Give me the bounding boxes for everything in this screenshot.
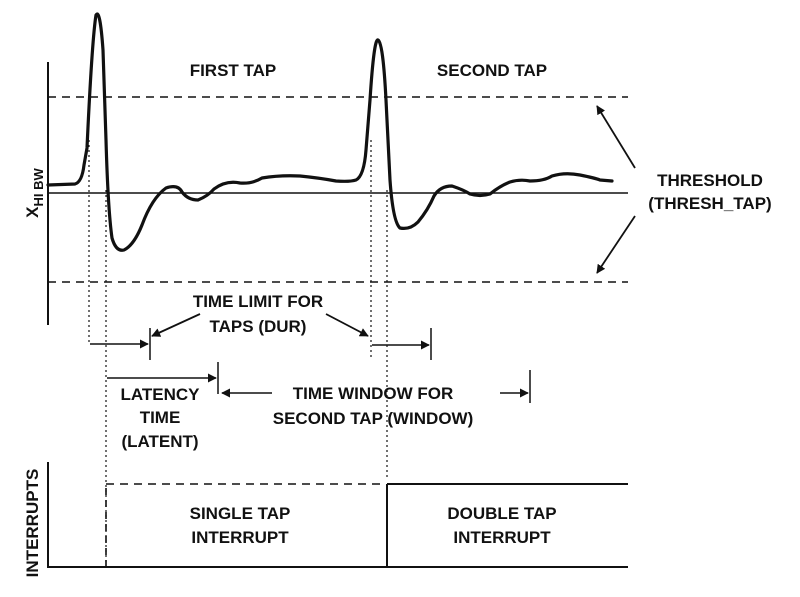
threshold-label: THRESHOLD — [657, 171, 763, 190]
dur-pointer-left — [151, 313, 201, 337]
dur-label-line2: TAPS (DUR) — [210, 317, 307, 336]
thresh-tap-label: (THRESH_TAP) — [648, 194, 771, 213]
double-tap-label-line1: DOUBLE TAP — [447, 504, 556, 523]
threshold-arrow-up — [596, 105, 636, 169]
double-tap-label-line2: INTERRUPT — [453, 528, 551, 547]
second-tap-label: SECOND TAP — [437, 61, 547, 80]
threshold-arrow-down — [596, 215, 636, 274]
dur-label-line1: TIME LIMIT FOR — [193, 292, 323, 311]
latency-label-line3: (LATENT) — [121, 432, 198, 451]
single-tap-label-line2: INTERRUPT — [191, 528, 289, 547]
interrupts-axis-label: INTERRUPTS — [23, 469, 42, 578]
dur-pointer-right — [325, 313, 369, 337]
window-label-line2: SECOND TAP (WINDOW) — [273, 409, 474, 428]
single-tap-label-line1: SINGLE TAP — [190, 504, 291, 523]
first-tap-label: FIRST TAP — [190, 61, 277, 80]
latency-label-line1: LATENCY — [120, 385, 200, 404]
signal-axis-label: XHI BW — [23, 167, 46, 217]
window-label-line1: TIME WINDOW FOR — [293, 384, 454, 403]
acceleration-waveform — [46, 12, 614, 252]
latency-label-line2: TIME — [140, 408, 181, 427]
